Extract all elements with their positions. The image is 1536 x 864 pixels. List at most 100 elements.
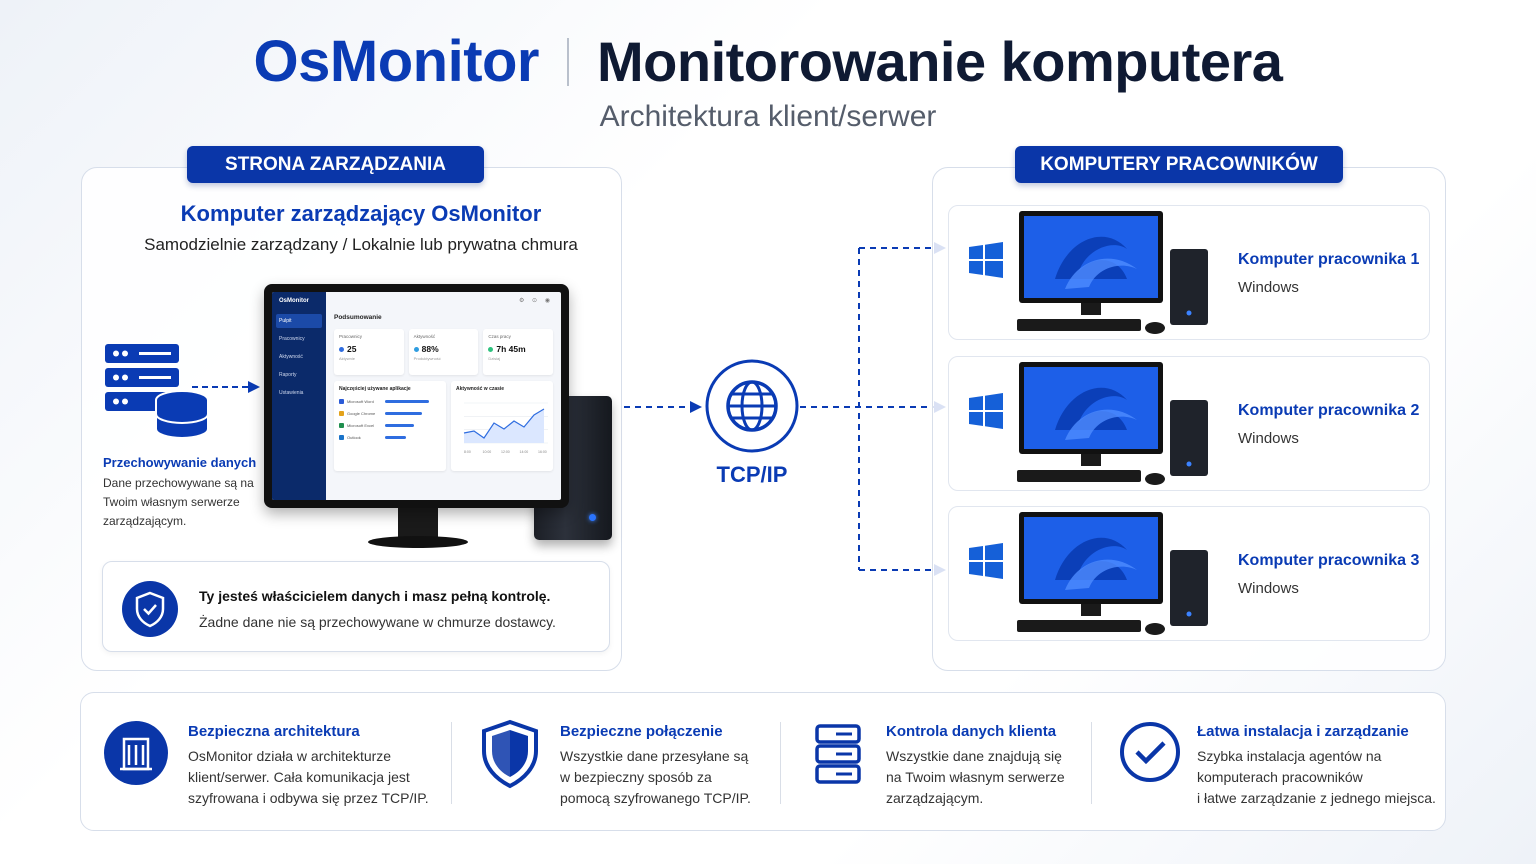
stat-card: Pracownicy 25 Aktywnie: [334, 329, 404, 375]
app-name: Microsoft Excel: [347, 423, 375, 428]
app-name: Outlook: [347, 435, 361, 440]
apps-panel: Najczęściej używane aplikacje Microsoft …: [334, 381, 446, 471]
header-divider: [567, 37, 570, 86]
stat-sub: Produktywność: [413, 356, 441, 361]
activity-x-label: 16:00: [538, 450, 547, 454]
building-icon: [104, 721, 168, 785]
notice-description: Żadne dane nie są przechowywane w chmurz…: [199, 614, 556, 630]
sidebar-item-ustawienia[interactable]: Ustawienia: [279, 390, 304, 396]
stat-label: Aktywność: [413, 334, 436, 339]
app-usage-bar: [385, 400, 429, 403]
dashboard-app-name: OsMonitor: [279, 298, 309, 304]
windows-icon: [969, 242, 1003, 278]
app-list: Microsoft Word Google Chrome Microsoft E…: [339, 399, 441, 440]
feature-title: Kontrola danych klienta: [886, 723, 1057, 740]
employee-computer-card: Komputer pracownika 2 Windows: [948, 356, 1430, 491]
employee-os-label: Windows: [1238, 580, 1299, 597]
feature-divider: [1091, 722, 1092, 804]
windows-icon: [969, 393, 1003, 429]
monitor-stand: [398, 506, 438, 538]
employee-desktop-icon: [1017, 512, 1208, 635]
server-icon: [815, 724, 861, 784]
feature-title: Bezpieczne połączenie: [560, 723, 723, 740]
stat-label: Czas pracy: [488, 334, 511, 339]
management-title: Komputer zarządzający OsMonitor: [180, 201, 542, 226]
dashboard-screen: OsMonitor Pulpit Pracownicy Aktywność Ra…: [272, 292, 561, 500]
storage-arrow: [192, 381, 260, 393]
header: OsMonitor Monitorowanie komputera: [0, 28, 1536, 95]
stat-icon: [339, 347, 344, 352]
app-usage-bar: [385, 436, 406, 439]
page-subtitle: Architektura klient/serwer: [599, 100, 937, 133]
ownership-notice: Ty jesteś właścicielem danych i masz peł…: [102, 561, 610, 652]
app-icon: [339, 399, 344, 404]
app-usage-bar: [385, 412, 422, 415]
stat-value: 7h 45m: [496, 344, 526, 354]
employee-computer-card: Komputer pracownika 1 Windows: [948, 205, 1430, 340]
app-row: Google Chrome: [339, 411, 441, 416]
management-subtitle: Samodzielnie zarządzany / Lokalnie lub p…: [144, 235, 578, 254]
stat-icon: [413, 347, 419, 352]
storage-description: Dane przechowywane są na Twoim własnym s…: [103, 476, 254, 528]
brand-logo-text: OsMonitor: [253, 29, 540, 94]
windows-icon: [969, 543, 1003, 579]
check-circle-icon: [1120, 722, 1180, 782]
activity-line: [463, 408, 545, 439]
activity-x-label: 14:00: [520, 450, 529, 454]
tcp-ip-label: TCP/IP: [716, 462, 788, 487]
employee-os-label: Windows: [1238, 279, 1299, 296]
activity-x-label: 10:00: [483, 450, 492, 454]
employee-os-label: Windows: [1238, 430, 1299, 447]
feature-title: Bezpieczna architektura: [188, 723, 360, 740]
activity-title: Aktywność w czasie: [456, 386, 505, 392]
globe-icon: [705, 359, 799, 453]
sidebar-item-raporty[interactable]: Raporty: [279, 372, 297, 378]
feature-description: Wszystkie dane przesyłane są w bezpieczn…: [560, 748, 751, 806]
app-row: Outlook: [339, 435, 441, 440]
sidebar-item-pulpit[interactable]: Pulpit: [276, 314, 322, 328]
shield-icon: [482, 719, 538, 789]
app-name: Google Chrome: [347, 411, 376, 416]
dashboard-sidebar: OsMonitor Pulpit Pracownicy Aktywność Ra…: [272, 292, 326, 500]
app-icon: [339, 435, 344, 440]
notice-title: Ty jesteś właścicielem danych i masz peł…: [199, 588, 551, 604]
features-bar: [80, 692, 1446, 831]
app-row: Microsoft Excel: [339, 423, 441, 428]
stat-sub: Dzisiaj: [488, 356, 501, 361]
sidebar-item-pracownicy[interactable]: Pracownicy: [279, 336, 305, 342]
app-icon: [339, 423, 344, 428]
page-title: Monitorowanie komputera: [597, 30, 1283, 93]
employee-computer-title: Komputer pracownika 3: [1238, 552, 1420, 569]
activity-area: [464, 409, 544, 443]
admin-monitor: OsMonitor Pulpit Pracownicy Aktywność Ra…: [264, 284, 569, 508]
dashboard-panels: Najczęściej używane aplikacje Microsoft …: [334, 381, 553, 471]
stat-label: Pracownicy: [339, 334, 363, 339]
employee-computer-title: Komputer pracownika 2: [1238, 402, 1420, 419]
feature-description: Szybka instalacja agentów na komputerach…: [1197, 748, 1436, 806]
employee-computer-card: Komputer pracownika 3 Windows: [948, 506, 1430, 641]
monitor-base: [368, 536, 468, 548]
stat-card: Aktywność 88% Produktywność: [408, 329, 479, 375]
app-row: Microsoft Word: [339, 399, 441, 404]
employee-computer-title: Komputer pracownika 1: [1238, 251, 1420, 268]
stat-sub: Aktywnie: [339, 356, 356, 361]
employee-desktop-icon: [1017, 362, 1208, 485]
dashboard-main: ⚙ ⊙ ◉ Podsumowanie Pracownicy 25 Aktywni…: [326, 292, 561, 500]
activity-x-label: 12:00: [501, 450, 510, 454]
feature-title: Łatwa instalacja i zarządzanie: [1197, 723, 1409, 740]
app-usage-bar: [385, 424, 414, 427]
dashboard-summary-title: Podsumowanie: [334, 314, 382, 321]
employees-badge: KOMPUTERY PRACOWNIKÓW: [1015, 146, 1343, 183]
management-badge: STRONA ZARZĄDZANIA: [187, 146, 484, 183]
feature-divider: [780, 722, 781, 804]
app-icon: [339, 411, 344, 416]
stat-card: Czas pracy 7h 45m Dzisiaj: [483, 329, 554, 375]
feature-description: Wszystkie dane znajdują się na Twoim wła…: [886, 748, 1065, 806]
dashboard-top-icons[interactable]: ⚙ ⊙ ◉: [519, 298, 553, 304]
feature-divider: [451, 722, 452, 804]
shield-check-icon: [122, 581, 178, 637]
stat-value: 25: [347, 344, 357, 354]
sidebar-item-aktywnosc[interactable]: Aktywność: [279, 354, 303, 360]
app-name: Microsoft Word: [347, 399, 374, 404]
